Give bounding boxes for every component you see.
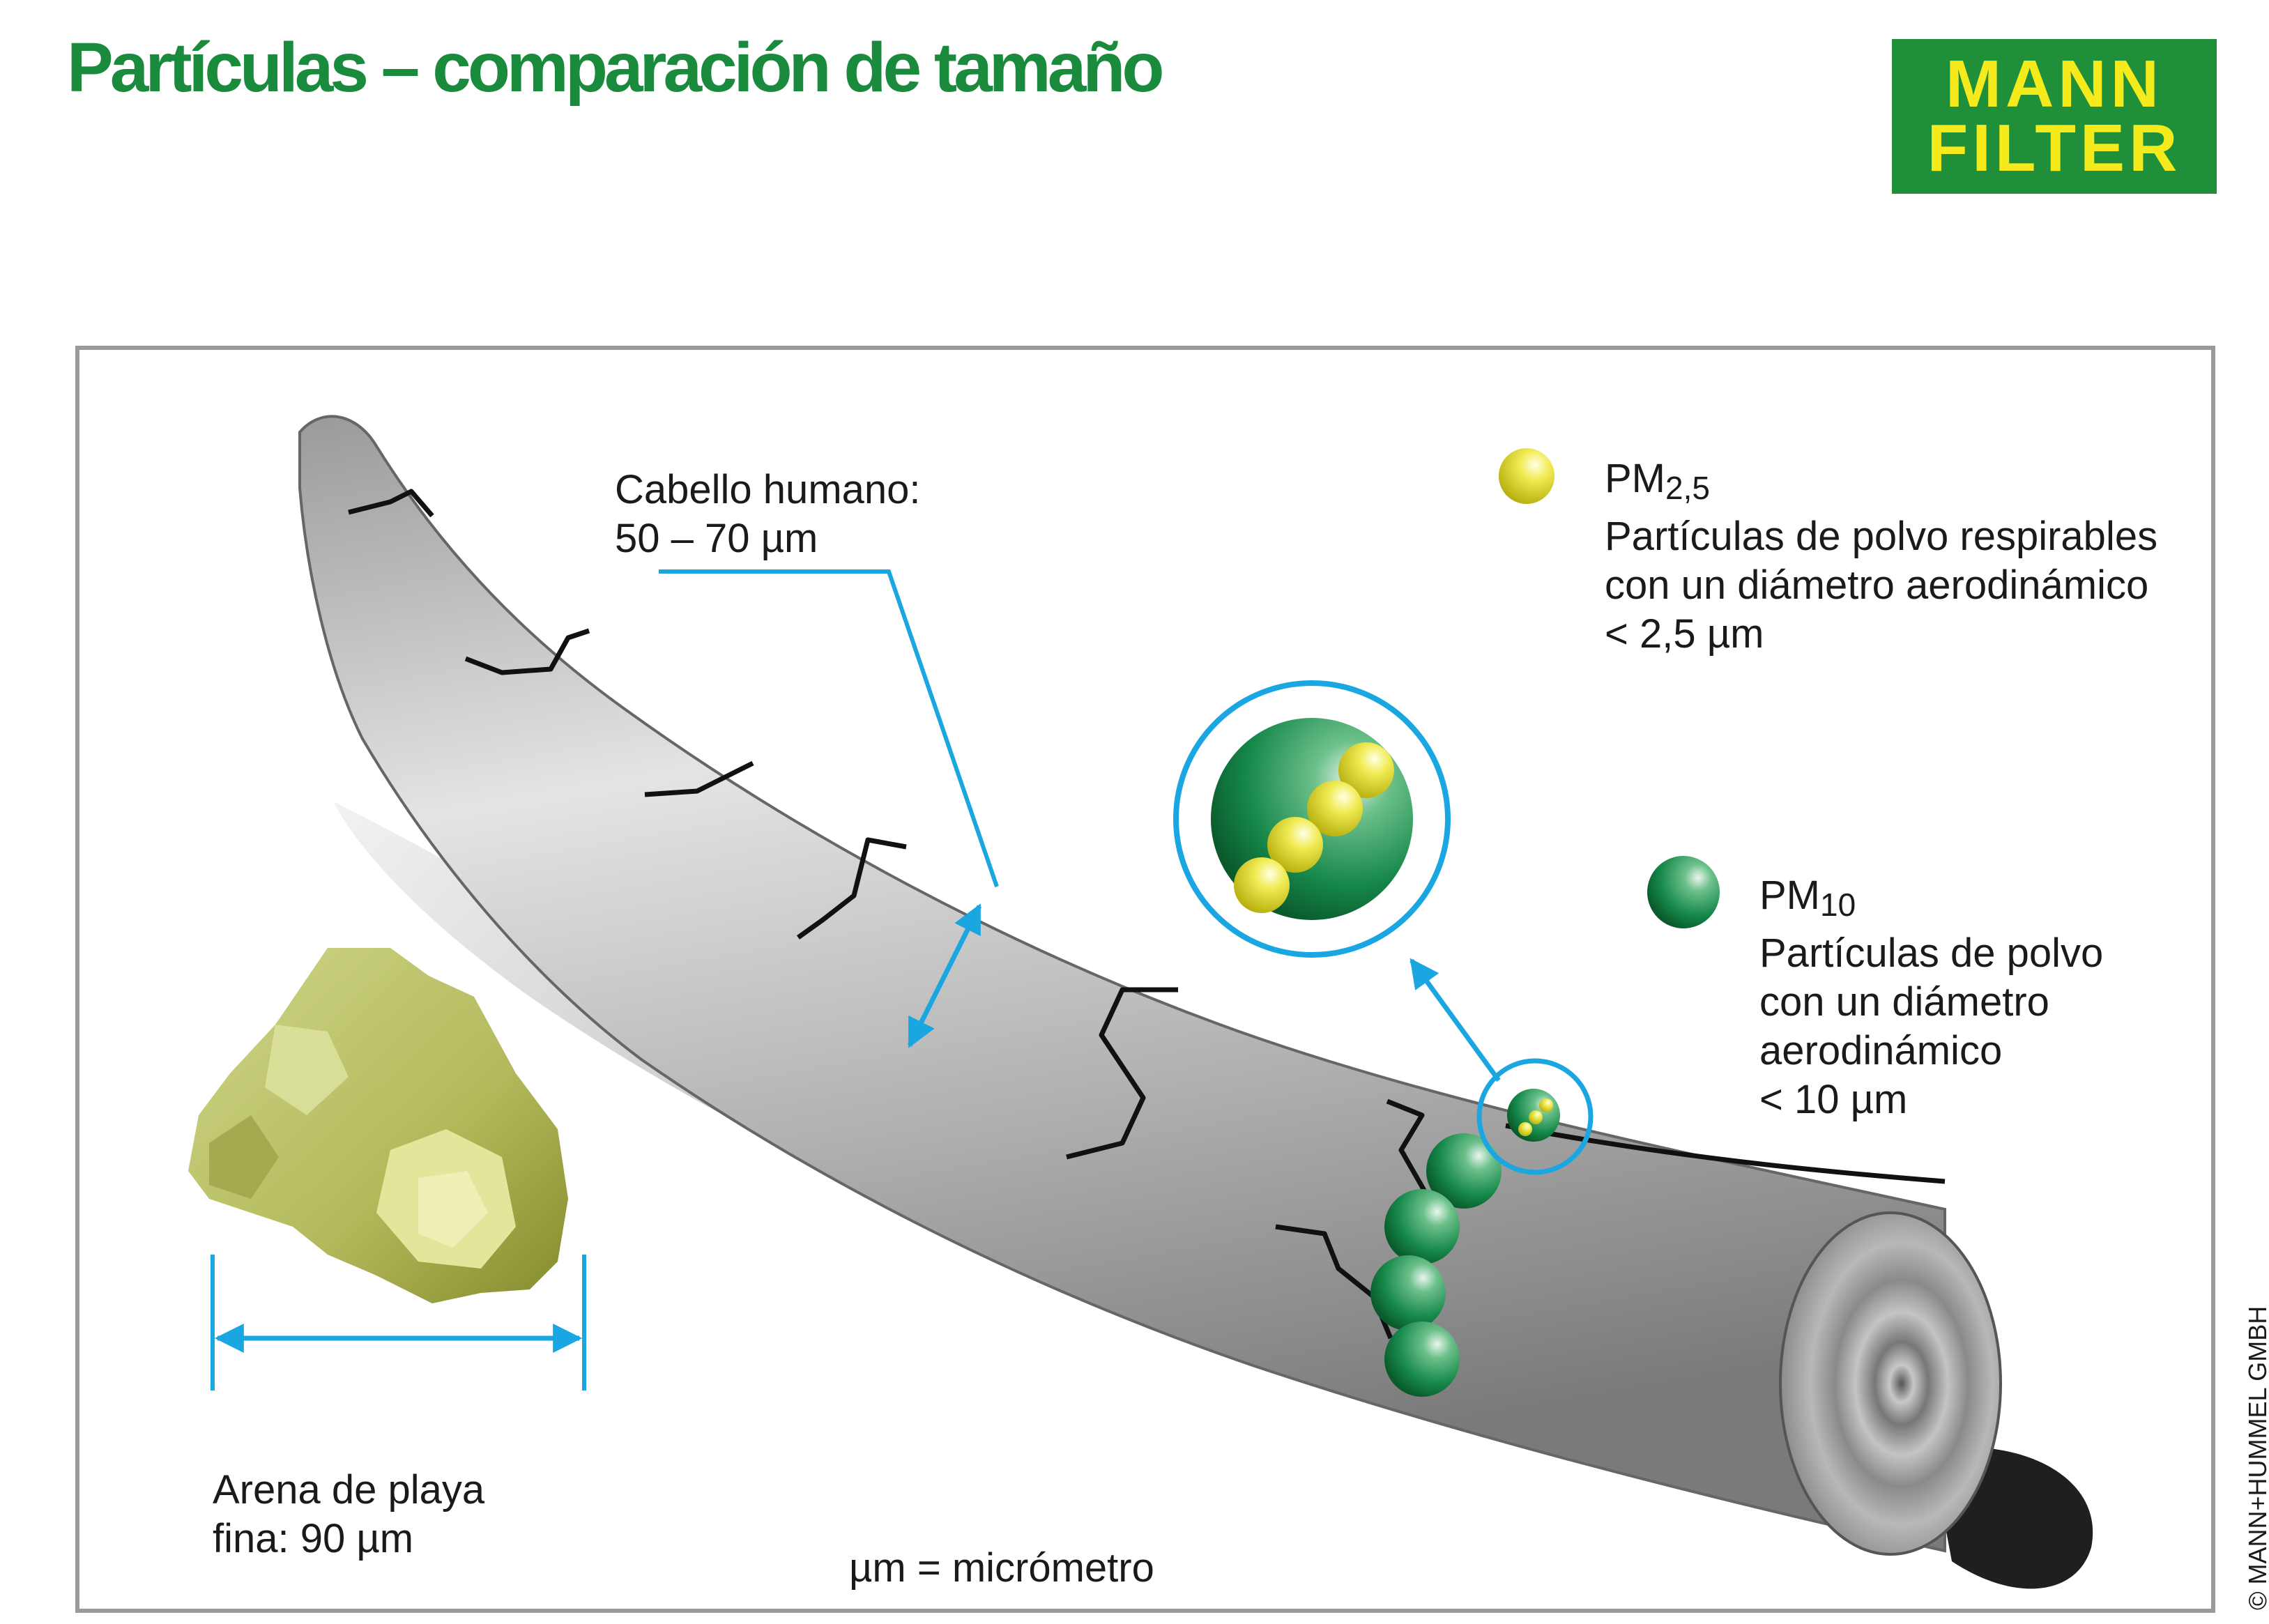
unit-note: µm = micrómetro (849, 1545, 1154, 1591)
pm10-heading: PM10 (1759, 873, 1856, 923)
page-title: Partículas – comparación de tamaño (67, 29, 1165, 107)
diagram-frame (75, 346, 2215, 1613)
hair-leader-line (659, 569, 999, 887)
copyright-notice: © MANN+HUMMEL GMBH (2243, 1305, 2269, 1610)
pm10-size-value: < 10 µm (1759, 1077, 1908, 1122)
pm25-legend-marker (1499, 448, 1554, 504)
pm10-desc-line-2: con un diámetro (1759, 979, 2049, 1025)
logo-line-2: FILTER (1927, 111, 2182, 185)
pm10-legend: PM10 Partículas de polvo con un diámetro… (1759, 871, 2103, 1124)
pm10-desc-line-1: Partículas de polvo (1759, 930, 2104, 976)
pm25-desc-line-2: con un diámetro aerodinámico (1605, 562, 2149, 608)
sand-grain (188, 948, 568, 1303)
magnified-pm25-particles (1234, 742, 1394, 913)
hair-cuticle-lines (348, 489, 1946, 1340)
logo-line-1: MANN (1946, 47, 2163, 121)
mann-filter-logo: MANN FILTER (1892, 39, 2217, 194)
zoom-source-circle (1476, 1058, 1594, 1175)
hair-cut-end (1779, 1211, 2002, 1556)
hair-diameter-arrow (907, 903, 982, 1048)
hair-size-value: 50 – 70 µm (615, 516, 818, 561)
pm25-size-value: < 2,5 µm (1605, 611, 1764, 657)
pm25-desc-line-1: Partículas de polvo respirables (1605, 514, 2158, 559)
hair-label-line-1: Cabello humano: (615, 467, 921, 512)
pm10-legend-marker (1647, 856, 1720, 928)
sand-label: Arena de playa fina: 90 µm (213, 1466, 484, 1563)
pm10-particles-on-hair (1370, 1089, 1560, 1397)
pm25-legend: PM2,5 Partículas de polvo respirables co… (1605, 454, 2157, 659)
pm25-heading: PM2,5 (1605, 456, 1710, 506)
pm10-desc-line-3: aerodinámico (1759, 1028, 2003, 1073)
zoom-arrow (1409, 958, 1501, 1082)
sand-label-line-1: Arena de playa (213, 1467, 485, 1512)
sand-size-dimension (211, 1255, 586, 1391)
hair-label: Cabello humano: 50 – 70 µm (615, 466, 921, 563)
sand-size-value: fina: 90 µm (213, 1516, 414, 1561)
